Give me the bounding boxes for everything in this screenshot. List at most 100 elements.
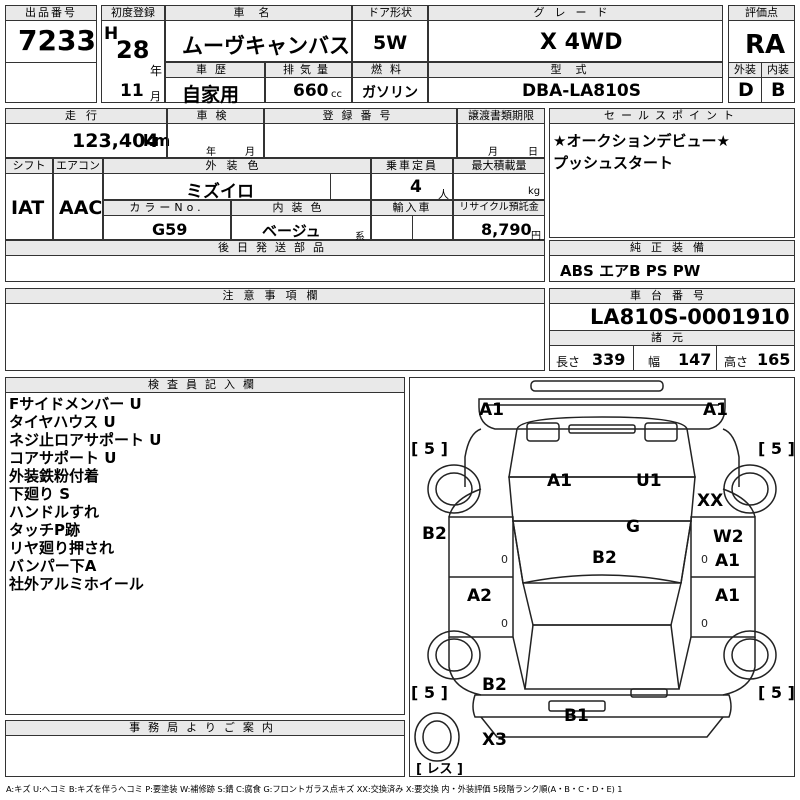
chassis-header: 車台番号 [549, 288, 795, 304]
damage-b2-roof: B2 [592, 548, 617, 568]
exterior-grade: D [738, 79, 754, 101]
damage-u1-hood: U1 [636, 471, 662, 491]
chassis-number: LA810S-0001910 [590, 305, 790, 329]
import-header: 輸入車 [371, 200, 453, 216]
sales-point-header: セールスポイント [549, 108, 795, 124]
ext-color-divider [330, 174, 331, 200]
length-value: 339 [592, 350, 626, 369]
sales-point-cell [549, 108, 795, 238]
damage-b2-left: B2 [422, 524, 447, 544]
inspection-year-unit: 年 [206, 147, 216, 158]
first-reg-year: 28 [116, 36, 150, 64]
inspector-note: Fサイドメンバー U [9, 395, 142, 413]
damage-a1-hood: A1 [547, 471, 572, 491]
dim-divider-2 [716, 346, 717, 371]
later-parts-header: 後日発送部品 [5, 240, 545, 256]
first-reg-month: 11 [120, 81, 144, 101]
int-color-suffix: 系 [355, 232, 365, 243]
score: RA [745, 30, 786, 60]
inspector-note: ネジ止ロアサポート U [9, 431, 162, 449]
damage-a1-front-left: A1 [479, 400, 504, 420]
lot-number-header: 出品番号 [5, 5, 97, 21]
inspector-note: コアサポート U [9, 449, 117, 467]
exterior-header: 外装 [728, 62, 762, 78]
width-value: 147 [678, 350, 712, 369]
interior-header: 内装 [761, 62, 795, 78]
svg-text:0: 0 [501, 617, 508, 630]
shift: IAT [11, 197, 45, 219]
dimensions-header: 諸元 [549, 330, 795, 346]
damage-xx-right: XX [697, 491, 724, 511]
max-load-unit: kg [528, 186, 541, 197]
int-color-header: 内装色 [231, 200, 371, 216]
reg-no-header: 登録番号 [264, 108, 457, 124]
inspection-month-unit: 月 [245, 147, 255, 158]
history: 自家用 [182, 84, 240, 106]
import-divider [412, 216, 413, 240]
damage-a1-front-right: A1 [703, 400, 728, 420]
mileage-header: 走行 [5, 108, 167, 124]
door-header: ドア形状 [352, 5, 428, 21]
grade-header: グレード [428, 5, 723, 21]
genuine-header: 純正装備 [549, 240, 795, 256]
inspector-note: タッチP跡 [9, 521, 80, 539]
fuel: ガソリン [362, 85, 418, 101]
tire-rear-left-label: [ 5 ] [411, 683, 448, 702]
shift-header: シフト [5, 158, 53, 174]
car-diagram-panel [409, 377, 795, 777]
score-header: 評価点 [728, 5, 795, 21]
max-load-header: 最大積載量 [453, 158, 545, 174]
first-reg-era: H [104, 24, 119, 44]
width-label: 幅 [648, 355, 661, 369]
recycle-unit: 円 [531, 231, 541, 242]
length-label: 長さ [556, 355, 581, 369]
fuel-header: 燃料 [352, 62, 428, 78]
transfer-header: 譲渡書類期限 [457, 108, 545, 124]
model-code: DBA-LA810S [522, 81, 641, 101]
transfer-month-unit: 月 [488, 147, 498, 158]
svg-text:0: 0 [701, 617, 708, 630]
svg-text:0: 0 [701, 553, 708, 566]
displacement-unit: cc [331, 89, 342, 100]
first-reg-year-unit: 年 [150, 64, 163, 78]
grade-divider [761, 78, 762, 103]
aircon: AAC [59, 197, 103, 219]
car-diagram: 0 0 0 0 [414, 380, 777, 762]
first-reg-month-unit: 月 [150, 90, 161, 103]
int-color: ベージュ [262, 222, 321, 240]
inspector-note: リヤ廻り押され [9, 539, 115, 557]
damage-b1-rear: B1 [564, 706, 589, 726]
tire-front-right-label: [ 5 ] [758, 439, 795, 458]
inspector-note: ハンドルすれ [9, 503, 100, 521]
color-no: G59 [152, 220, 188, 239]
damage-g-windshield: G [626, 517, 640, 537]
lot-divider [5, 62, 97, 63]
tire-rear-right-label: [ 5 ] [758, 683, 795, 702]
damage-a1-right-door-rear: A1 [715, 586, 740, 606]
displacement: 660 [293, 81, 329, 101]
genuine-equipment: ABS エアB PS PW [560, 262, 701, 280]
car-name-header: 車名 [165, 5, 352, 21]
interior-grade: B [771, 79, 786, 101]
damage-a2-left-door-rear: A2 [467, 586, 492, 606]
inspection-header: 車検 [167, 108, 264, 124]
height-value: 165 [757, 350, 791, 369]
inspector-notes: Fサイドメンバー U タイヤハウス U ネジ止ロアサポート U コアサポート U… [9, 395, 161, 593]
aircon-header: エアコン [53, 158, 103, 174]
recycle-header: リサイクル預託金 [453, 200, 545, 216]
grade: X 4WD [540, 30, 623, 55]
ext-color: ミズイロ [186, 182, 254, 202]
damage-a1-right-door-front: A1 [715, 551, 740, 571]
spare-tire-label: [ レス ] [416, 762, 463, 777]
capacity-unit: 人 [438, 188, 449, 201]
damage-w2-right: W2 [713, 527, 744, 547]
inspector-note: 外装鉄粉付着 [9, 467, 100, 485]
capacity: 4 [410, 177, 422, 197]
caution-header: 注意事項欄 [5, 288, 545, 304]
height-label: 高さ [724, 355, 749, 369]
color-no-header: カラーNo. [103, 200, 231, 216]
damage-b2-rear-left: B2 [482, 675, 507, 695]
capacity-header: 乗車定員 [371, 158, 453, 174]
inspector-note: タイヤハウス U [9, 413, 116, 431]
sales-point-2: プッシュスタート [553, 154, 674, 172]
